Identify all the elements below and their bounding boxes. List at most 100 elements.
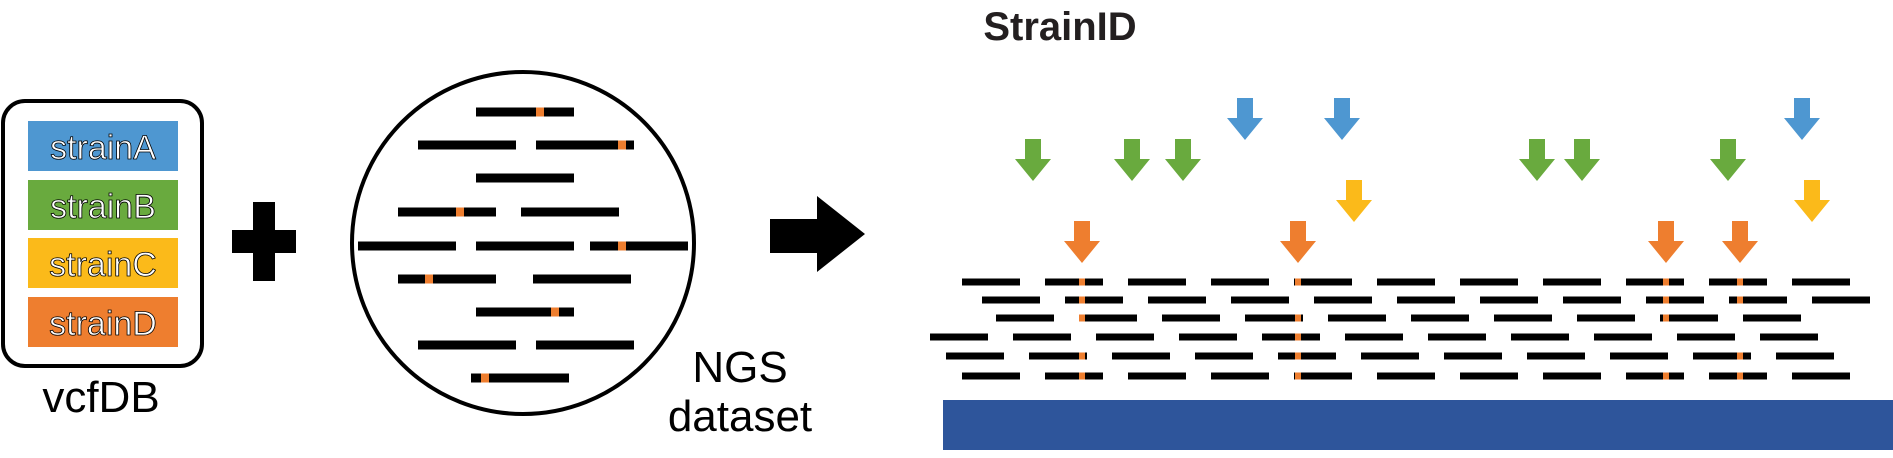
read-bar bbox=[1543, 278, 1601, 286]
variant-mark bbox=[1663, 296, 1669, 304]
read-bar bbox=[1294, 372, 1352, 380]
read-bar bbox=[1792, 372, 1850, 380]
read-bar bbox=[1460, 372, 1518, 380]
aligned-read bbox=[1278, 352, 1336, 360]
plus-icon bbox=[232, 202, 296, 281]
ngs-label-line2: dataset bbox=[668, 392, 812, 441]
read-bar bbox=[962, 372, 1020, 380]
aligned-read bbox=[1527, 352, 1585, 360]
read-bar bbox=[590, 241, 688, 251]
down-arrow-icon bbox=[1324, 98, 1360, 140]
aligned-read bbox=[1646, 296, 1704, 304]
ngs-read bbox=[471, 373, 569, 383]
read-bar bbox=[1776, 352, 1834, 360]
ngs-read bbox=[418, 140, 516, 150]
aligned-read bbox=[1397, 296, 1455, 304]
aligned-reads bbox=[930, 278, 1870, 380]
read-bar bbox=[1162, 314, 1220, 322]
strain-item-d: strainD bbox=[28, 297, 178, 347]
down-arrow-icon bbox=[1227, 98, 1263, 140]
ngs-read bbox=[533, 274, 631, 284]
read-bar bbox=[996, 314, 1054, 322]
aligned-read bbox=[1411, 314, 1469, 322]
read-bar bbox=[946, 352, 1004, 360]
aligned-read bbox=[1079, 314, 1137, 322]
read-bar bbox=[1045, 278, 1103, 286]
strain-label: strainB bbox=[50, 188, 156, 226]
right-arrow-icon bbox=[770, 196, 865, 272]
read-bar bbox=[1577, 314, 1635, 322]
variant-mark bbox=[1295, 278, 1301, 286]
strain-swatch bbox=[28, 238, 178, 288]
ngs-read bbox=[536, 340, 634, 350]
aligned-read bbox=[1693, 352, 1751, 360]
read-bar bbox=[1128, 372, 1186, 380]
read-bar bbox=[1594, 333, 1652, 341]
aligned-read bbox=[1480, 296, 1538, 304]
read-bar bbox=[1428, 333, 1486, 341]
aligned-read bbox=[1377, 372, 1435, 380]
aligned-read bbox=[1128, 372, 1186, 380]
variant-mark bbox=[1295, 352, 1301, 360]
strain-item-a: strainA bbox=[28, 121, 178, 171]
read-bar bbox=[1527, 352, 1585, 360]
read-bar bbox=[1231, 296, 1289, 304]
aligned-read bbox=[1162, 314, 1220, 322]
ngs-read bbox=[476, 107, 574, 117]
read-bar bbox=[476, 107, 574, 117]
read-bar bbox=[1128, 278, 1186, 286]
aligned-read bbox=[1709, 372, 1767, 380]
down-arrow-icon bbox=[1064, 221, 1100, 263]
aligned-read bbox=[1543, 278, 1601, 286]
read-bar bbox=[1494, 314, 1552, 322]
down-arrow-icon bbox=[1280, 221, 1316, 263]
read-bar bbox=[1610, 352, 1668, 360]
strain-label: strainC bbox=[49, 246, 157, 284]
strain-label: strainD bbox=[49, 305, 157, 343]
down-arrow-icon bbox=[1564, 139, 1600, 181]
ngs-read bbox=[358, 241, 456, 251]
aligned-read bbox=[962, 372, 1020, 380]
down-arrow-icon bbox=[1722, 221, 1758, 263]
aligned-read bbox=[1211, 372, 1269, 380]
read-bar bbox=[536, 340, 634, 350]
variant-mark bbox=[1663, 278, 1669, 286]
down-arrow-icon bbox=[1336, 180, 1372, 222]
strain-swatch bbox=[28, 180, 178, 230]
strain-label: strainA bbox=[50, 129, 156, 167]
read-bar bbox=[1179, 333, 1237, 341]
read-bar bbox=[398, 207, 496, 217]
aligned-read bbox=[1045, 372, 1103, 380]
read-bar bbox=[930, 333, 988, 341]
read-bar bbox=[1328, 314, 1386, 322]
aligned-read bbox=[1626, 372, 1684, 380]
aligned-read bbox=[1660, 314, 1718, 322]
read-bar bbox=[418, 340, 516, 350]
down-arrow-icon bbox=[1519, 139, 1555, 181]
strain-list: strainA strainB strainC strainD bbox=[28, 121, 178, 347]
reference-genome-bar bbox=[943, 400, 1893, 450]
aligned-read bbox=[996, 314, 1054, 322]
aligned-read bbox=[962, 278, 1020, 286]
variant-mark bbox=[1737, 352, 1743, 360]
read-bar bbox=[1262, 333, 1320, 341]
variant-mark bbox=[1737, 372, 1743, 380]
aligned-read bbox=[1594, 333, 1652, 341]
read-bar bbox=[476, 307, 574, 317]
variant-mark bbox=[1295, 314, 1301, 322]
ngs-read bbox=[476, 241, 574, 251]
aligned-read bbox=[1494, 314, 1552, 322]
variant-mark bbox=[1079, 372, 1085, 380]
aligned-read bbox=[1577, 314, 1635, 322]
aligned-read bbox=[1065, 296, 1123, 304]
aligned-read bbox=[1045, 278, 1103, 286]
read-bar bbox=[533, 274, 631, 284]
aligned-read bbox=[1112, 352, 1170, 360]
read-bar bbox=[1626, 372, 1684, 380]
read-bar bbox=[1397, 296, 1455, 304]
read-bar bbox=[471, 373, 569, 383]
aligned-read bbox=[1743, 314, 1801, 322]
aligned-read bbox=[1262, 333, 1320, 341]
read-bar bbox=[1211, 372, 1269, 380]
read-bar bbox=[1065, 296, 1123, 304]
